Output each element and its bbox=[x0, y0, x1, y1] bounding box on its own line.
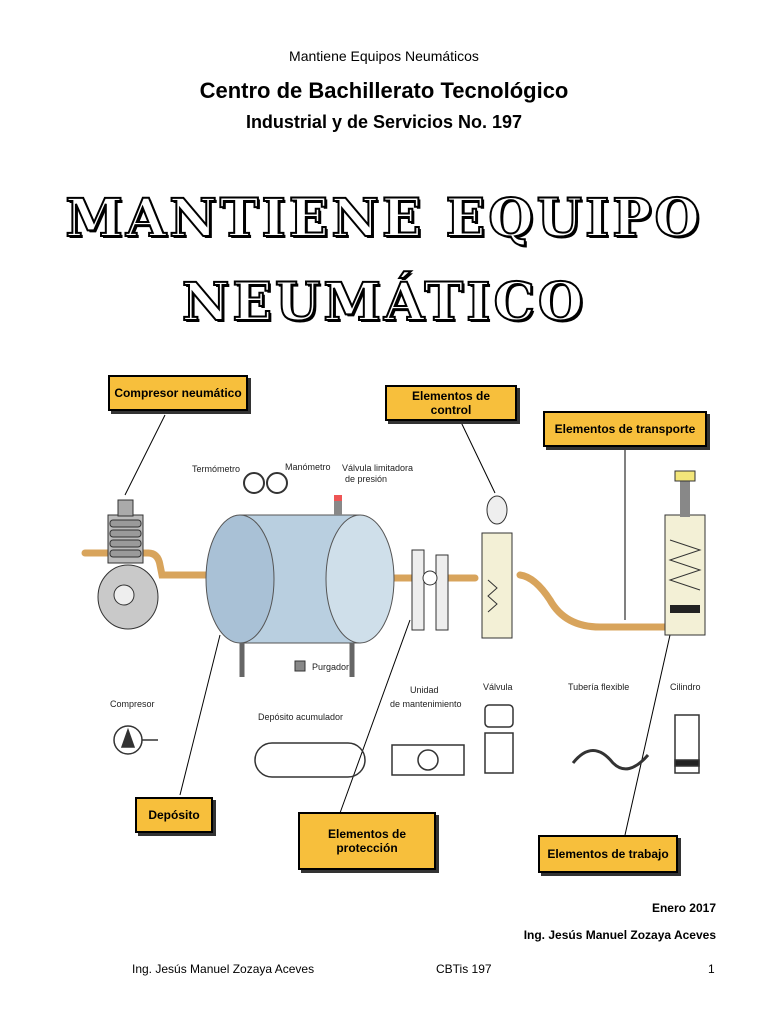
unit-caption-2: de mantenimiento bbox=[390, 699, 462, 709]
drain-caption: Purgador bbox=[312, 662, 349, 672]
label-protection-line-2: protección bbox=[336, 841, 398, 855]
control-valve-illustration bbox=[481, 495, 513, 639]
footer-author: Ing. Jesús Manuel Zozaya Aceves bbox=[132, 962, 315, 976]
pneumatic-system-diagram: Termómetro Manómetro Válvula limitadora … bbox=[80, 365, 720, 880]
tank-symbol-caption: Depósito acumulador bbox=[258, 712, 343, 722]
label-protection-line-1: Elementos de bbox=[327, 826, 407, 841]
page-number: 1 bbox=[708, 962, 715, 976]
thermometer-caption: Termómetro bbox=[192, 464, 240, 474]
document-title-line-1: MANTIENE EQUIPO bbox=[64, 187, 703, 250]
label-transport-elements: Elementos de transporte bbox=[543, 411, 707, 447]
schematic-symbols bbox=[113, 704, 700, 778]
diagram-illustration: Termómetro Manómetro Válvula limitadora … bbox=[81, 414, 706, 836]
cylinder-caption: Cilindro bbox=[670, 682, 701, 692]
unit-caption-1: Unidad bbox=[410, 685, 439, 695]
document-date: Enero 2017 bbox=[651, 901, 716, 915]
footer-school: CBTis 197 bbox=[436, 962, 492, 976]
tank-illustration bbox=[205, 472, 395, 677]
compressor-symbol-caption: Compresor bbox=[110, 699, 155, 709]
compressor-illustration bbox=[97, 499, 159, 630]
label-control-elements: Elementos de control bbox=[385, 385, 517, 421]
maintenance-unit-illustration bbox=[411, 549, 449, 631]
school-subtitle: Industrial y de Servicios No. 197 bbox=[245, 112, 523, 132]
label-work-elements: Elementos de trabajo bbox=[538, 835, 678, 873]
cylinder-illustration bbox=[664, 470, 706, 636]
label-compressor: Compresor neumático bbox=[108, 375, 248, 411]
running-header: Mantiene Equipos Neumáticos bbox=[289, 48, 479, 64]
valve-symbol-caption: Válvula bbox=[483, 682, 513, 692]
document-title-line-2: NEUMÁTICO bbox=[181, 271, 587, 334]
label-deposit: Depósito bbox=[135, 797, 213, 833]
relief-valve-caption-2: de presión bbox=[345, 474, 387, 484]
tube-caption: Tubería flexible bbox=[568, 682, 629, 692]
manometer-caption: Manómetro bbox=[285, 462, 331, 472]
label-protection-elements: Elementos de protección bbox=[298, 812, 436, 870]
relief-valve-caption-1: Válvula limitadora bbox=[342, 463, 413, 473]
document-author: Ing. Jesús Manuel Zozaya Aceves bbox=[523, 928, 716, 942]
school-name: Centro de Bachillerato Tecnológico bbox=[199, 78, 569, 103]
